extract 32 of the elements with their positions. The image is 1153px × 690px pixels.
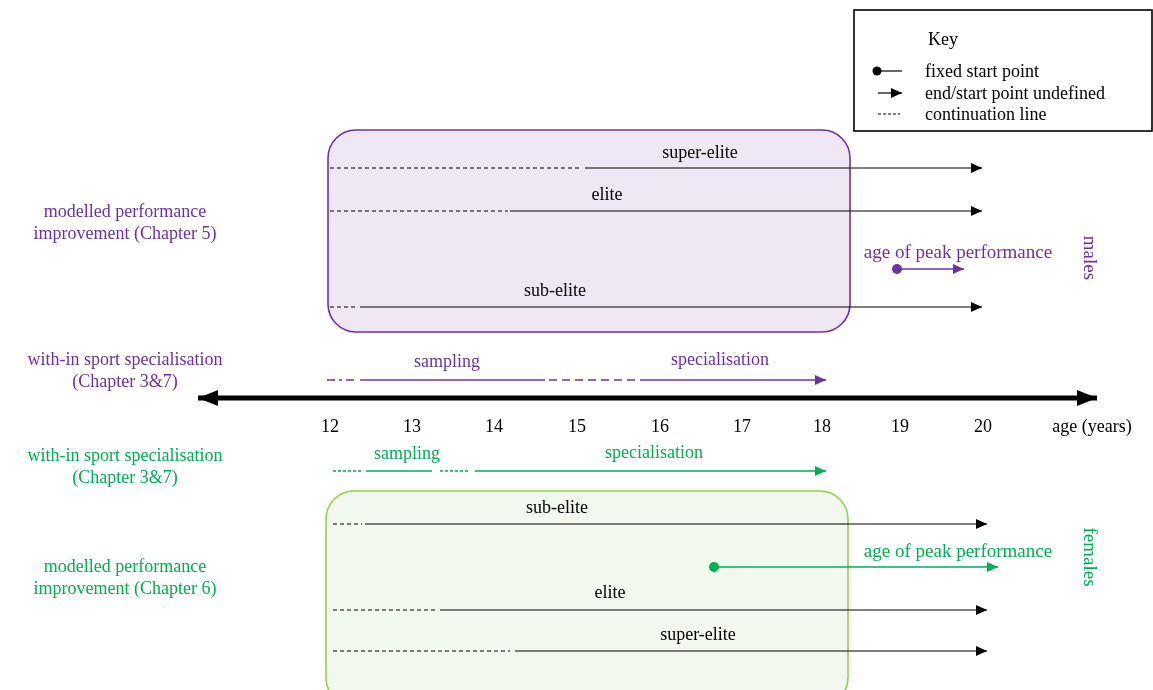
row-label: with-in sport specialisation (Chapter 3&7) xyxy=(26,349,224,393)
series-label: super-elite xyxy=(662,142,738,164)
tick-label: 20 xyxy=(974,416,992,438)
row-label: modelled performance improvement (Chapter 5) xyxy=(32,201,218,245)
tick-label: 13 xyxy=(403,416,421,438)
legend-label: end/start point undefined xyxy=(925,83,1105,105)
group-label: males xyxy=(1079,235,1102,281)
tick-label: 19 xyxy=(891,416,909,438)
series-label: sub-elite xyxy=(524,280,586,302)
peak-label: age of peak performance xyxy=(863,240,1053,264)
legend-label: fixed start point xyxy=(925,61,1039,83)
phase-label: specialisation xyxy=(671,349,769,371)
phase-label: sampling xyxy=(374,443,440,465)
series-label: sub-elite xyxy=(526,497,588,519)
series-label: elite xyxy=(591,184,623,206)
tick-label: 15 xyxy=(568,416,586,438)
row-label: with-in sport specialisation (Chapter 3&7) xyxy=(26,445,224,489)
legend-title: Key xyxy=(928,29,958,51)
tick-label: 17 xyxy=(733,416,751,438)
peak-label: age of peak performance xyxy=(863,539,1053,563)
phase-label: sampling xyxy=(414,351,480,373)
tick-label: 12 xyxy=(321,416,339,438)
series-label: super-elite xyxy=(660,624,736,646)
group-label: females xyxy=(1079,527,1102,587)
tick-label: 14 xyxy=(485,416,503,438)
tick-label: 18 xyxy=(813,416,831,438)
legend-label: continuation line xyxy=(925,104,1047,126)
series-label: elite xyxy=(594,582,626,604)
phase-label: specialisation xyxy=(605,442,703,464)
tick-label: 16 xyxy=(651,416,669,438)
axis-title: age (years) xyxy=(1052,416,1132,438)
row-label: modelled performance improvement (Chapter 6) xyxy=(32,556,218,600)
